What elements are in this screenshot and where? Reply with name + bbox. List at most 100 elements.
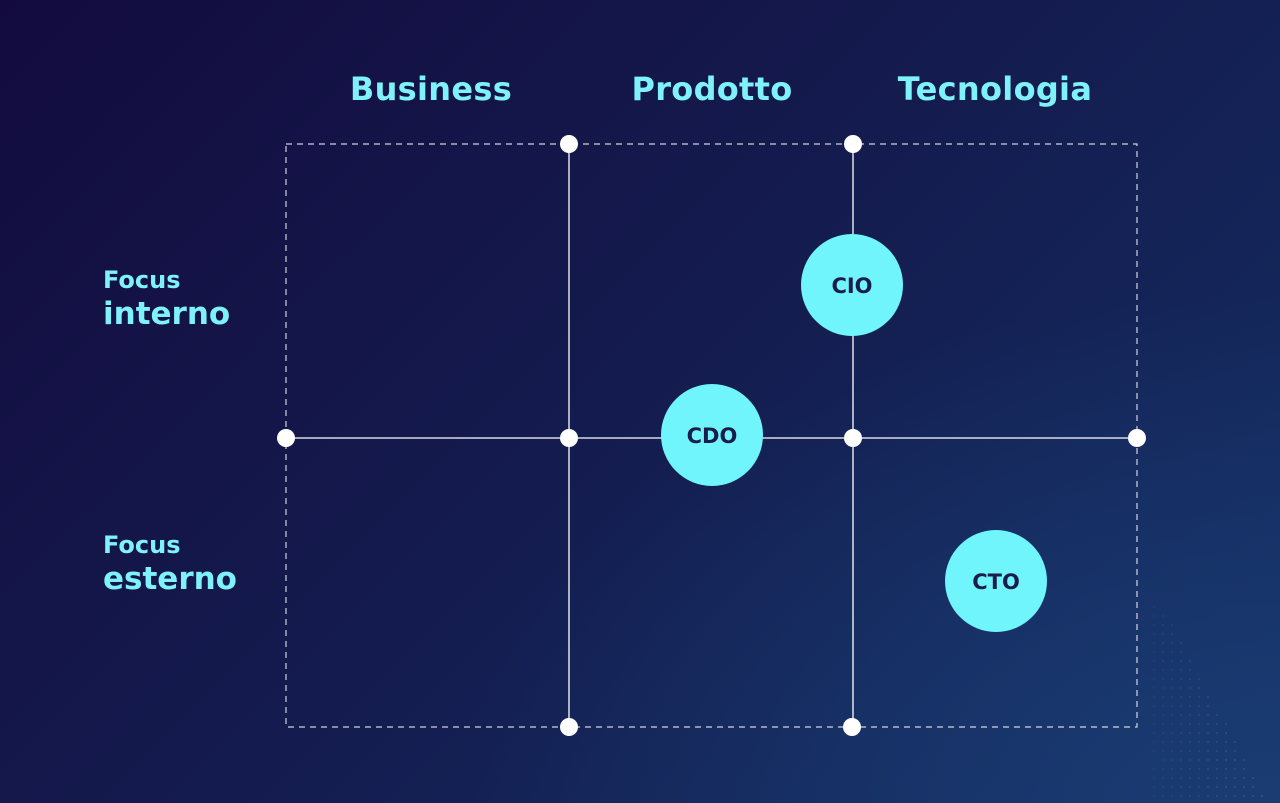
decorative-dot xyxy=(1198,732,1200,734)
decorative-dot xyxy=(1216,741,1218,743)
decorative-dot xyxy=(1189,678,1191,680)
decorative-dot xyxy=(1207,741,1209,743)
decorative-dot xyxy=(1198,714,1200,716)
decorative-dot xyxy=(1234,741,1236,743)
decorative-dot xyxy=(1153,750,1155,752)
decorative-dot xyxy=(1207,768,1209,770)
decorative-dot xyxy=(1162,795,1164,797)
decorative-dot xyxy=(1180,705,1182,707)
decorative-dot xyxy=(1162,687,1164,689)
decorative-dot xyxy=(1162,759,1164,761)
decorative-dot xyxy=(1225,741,1227,743)
decorative-dot xyxy=(1234,795,1236,797)
decorative-dot xyxy=(1189,777,1191,779)
decorative-dot xyxy=(1153,741,1155,743)
decorative-dot xyxy=(1261,795,1263,797)
decorative-dot xyxy=(1162,786,1164,788)
node-cio: CIO xyxy=(801,234,903,336)
decorative-dot xyxy=(1243,795,1245,797)
decorative-dot xyxy=(1180,750,1182,752)
decorative-dot xyxy=(1207,732,1209,734)
decorative-dot xyxy=(1198,687,1200,689)
decorative-dot xyxy=(1171,687,1173,689)
decorative-dot xyxy=(1225,795,1227,797)
decorative-dot xyxy=(1189,705,1191,707)
row-label-esterno-prefix: Focus xyxy=(103,531,181,559)
decorative-dot xyxy=(1153,678,1155,680)
node-cio-label: CIO xyxy=(831,274,872,298)
node-cto: CTO xyxy=(945,530,1047,632)
decorative-dot xyxy=(1243,786,1245,788)
grid-point xyxy=(843,718,861,736)
decorative-dot xyxy=(1171,759,1173,761)
row-label-esterno: Focus esterno xyxy=(103,530,237,598)
grid-point xyxy=(560,718,578,736)
decorative-dot xyxy=(1153,660,1155,662)
decorative-dot-pattern xyxy=(1153,606,1263,797)
grid-point xyxy=(277,429,295,447)
decorative-dot xyxy=(1207,759,1209,761)
decorative-dot xyxy=(1198,696,1200,698)
decorative-dot xyxy=(1216,723,1218,725)
decorative-dot xyxy=(1189,660,1191,662)
decorative-dot xyxy=(1189,696,1191,698)
decorative-dot xyxy=(1252,795,1254,797)
decorative-dot xyxy=(1189,732,1191,734)
decorative-dot xyxy=(1162,633,1164,635)
decorative-dot xyxy=(1234,786,1236,788)
decorative-dot xyxy=(1180,696,1182,698)
decorative-dot xyxy=(1171,777,1173,779)
column-label-tecnologia: Tecnologia xyxy=(897,70,1093,108)
decorative-dot xyxy=(1171,732,1173,734)
decorative-dot xyxy=(1153,786,1155,788)
decorative-dot xyxy=(1198,786,1200,788)
decorative-dot xyxy=(1225,768,1227,770)
decorative-dot xyxy=(1153,714,1155,716)
decorative-dot xyxy=(1171,750,1173,752)
decorative-dot xyxy=(1180,732,1182,734)
decorative-dot xyxy=(1162,615,1164,617)
decorative-dot xyxy=(1162,660,1164,662)
decorative-dot xyxy=(1153,633,1155,635)
decorative-dot xyxy=(1162,624,1164,626)
decorative-dot xyxy=(1207,786,1209,788)
decorative-dot xyxy=(1234,750,1236,752)
decorative-dot xyxy=(1207,750,1209,752)
decorative-dot xyxy=(1180,723,1182,725)
decorative-dot xyxy=(1162,678,1164,680)
decorative-dot xyxy=(1198,777,1200,779)
decorative-dot xyxy=(1153,705,1155,707)
decorative-dot xyxy=(1216,795,1218,797)
decorative-dot xyxy=(1189,768,1191,770)
decorative-dot xyxy=(1216,750,1218,752)
decorative-dot xyxy=(1243,759,1245,761)
grid-point xyxy=(560,429,578,447)
decorative-dot xyxy=(1207,723,1209,725)
decorative-dot xyxy=(1243,777,1245,779)
decorative-dot xyxy=(1180,678,1182,680)
row-label-interno-main: interno xyxy=(103,296,231,332)
node-cdo-circle xyxy=(661,384,763,486)
decorative-dot xyxy=(1216,759,1218,761)
decorative-dot xyxy=(1216,786,1218,788)
decorative-dot xyxy=(1198,705,1200,707)
decorative-dot xyxy=(1171,786,1173,788)
decorative-dot xyxy=(1198,768,1200,770)
decorative-dot xyxy=(1198,795,1200,797)
decorative-dot xyxy=(1180,741,1182,743)
decorative-dot xyxy=(1171,624,1173,626)
decorative-dot xyxy=(1153,723,1155,725)
decorative-dot xyxy=(1243,768,1245,770)
decorative-dot xyxy=(1225,759,1227,761)
decorative-dot xyxy=(1162,642,1164,644)
decorative-dot xyxy=(1171,660,1173,662)
decorative-dot xyxy=(1162,723,1164,725)
grid-point xyxy=(844,135,862,153)
decorative-dot xyxy=(1162,714,1164,716)
row-label-interno-prefix: Focus xyxy=(103,266,181,294)
decorative-dot xyxy=(1153,696,1155,698)
decorative-dot xyxy=(1162,750,1164,752)
column-label-business: Business xyxy=(349,70,513,108)
decorative-dot xyxy=(1225,777,1227,779)
